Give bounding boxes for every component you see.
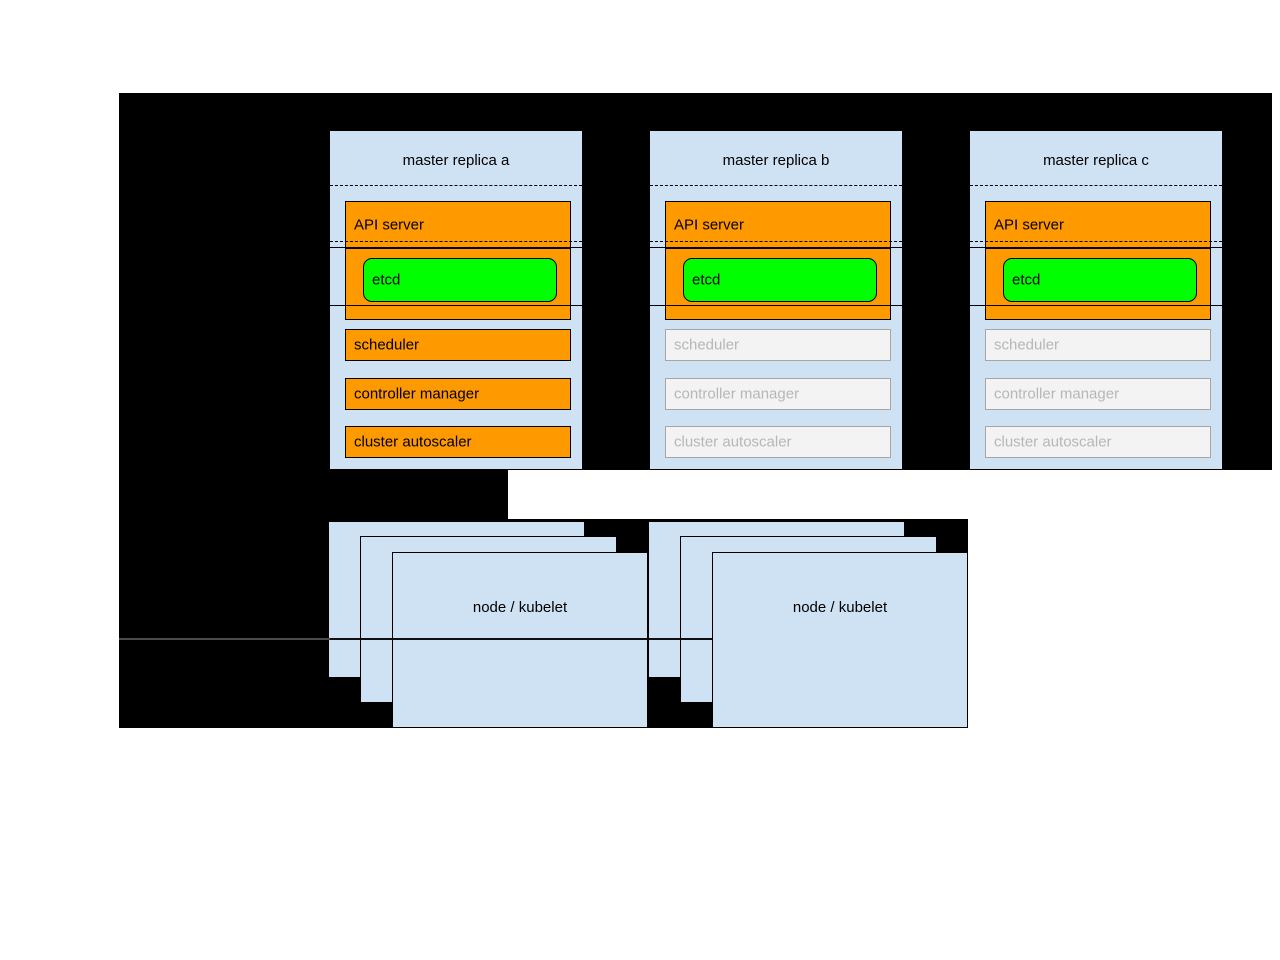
controller-manager-label: controller manager — [354, 385, 480, 403]
controller-manager-label: controller manager — [994, 385, 1120, 403]
etcd-label: etcd — [372, 271, 401, 289]
master-replica-b-title: master replica b — [722, 152, 830, 169]
node-connector-line — [119, 638, 330, 640]
controller-manager-box-c: controller manager — [985, 378, 1211, 410]
etcd-box-b: etcd — [683, 258, 877, 302]
node-stack1-front: node / kubelet — [392, 552, 648, 728]
api-server-label: API server — [994, 216, 1065, 234]
load-balancer-boundary-line — [330, 241, 582, 242]
cluster-autoscaler-label: cluster autoscaler — [674, 433, 792, 451]
etcd-band-top-line — [650, 247, 902, 248]
scheduler-box-c: scheduler — [985, 329, 1211, 361]
load-balancer-boundary-line — [330, 185, 582, 186]
cluster-autoscaler-box-a: cluster autoscaler — [345, 426, 571, 458]
cluster-autoscaler-label: cluster autoscaler — [354, 433, 472, 451]
etcd-band-top-line — [970, 247, 1222, 248]
etcd-band-bottom-line — [650, 305, 902, 306]
scheduler-label: scheduler — [674, 336, 740, 354]
etcd-container-box-b: etcd — [665, 248, 891, 320]
etcd-box-a: etcd — [363, 258, 557, 302]
load-balancer-boundary-line — [650, 185, 902, 186]
cluster-autoscaler-box-b: cluster autoscaler — [665, 426, 891, 458]
master-replica-a-title: master replica a — [402, 152, 510, 169]
etcd-band-top-line — [330, 247, 582, 248]
master-replica-c-title: master replica c — [1043, 152, 1149, 169]
master-replica-c-panel: master replica c API server etcd schedul… — [969, 130, 1223, 470]
node-stack2-front: node / kubelet — [712, 552, 968, 728]
node-kubelet-label: node / kubelet — [792, 599, 888, 616]
load-balancer-boundary-line — [650, 241, 902, 242]
etcd-label: etcd — [692, 271, 721, 289]
master-replica-a-panel: master replica a API server etcd schedul… — [329, 130, 583, 470]
scheduler-box-a: scheduler — [345, 329, 571, 361]
controller-manager-box-a: controller manager — [345, 378, 571, 410]
etcd-band-bottom-line — [330, 305, 582, 306]
scheduler-label: scheduler — [994, 336, 1060, 354]
scheduler-box-b: scheduler — [665, 329, 891, 361]
canvas-background-mid-left — [119, 470, 508, 519]
etcd-container-box-a: etcd — [345, 248, 571, 320]
controller-manager-box-b: controller manager — [665, 378, 891, 410]
etcd-box-c: etcd — [1003, 258, 1197, 302]
cluster-autoscaler-box-c: cluster autoscaler — [985, 426, 1211, 458]
etcd-label: etcd — [1012, 271, 1041, 289]
load-balancer-boundary-line — [970, 241, 1222, 242]
load-balancer-boundary-line — [970, 185, 1222, 186]
canvas-background-left-column — [119, 517, 330, 728]
api-server-label: API server — [354, 216, 425, 234]
scheduler-label: scheduler — [354, 336, 420, 354]
etcd-container-box-c: etcd — [985, 248, 1211, 320]
controller-manager-label: controller manager — [674, 385, 800, 403]
etcd-band-bottom-line — [970, 305, 1222, 306]
cluster-autoscaler-label: cluster autoscaler — [994, 433, 1112, 451]
node-connector-line — [330, 638, 712, 640]
node-kubelet-label: node / kubelet — [472, 599, 568, 616]
master-replica-b-panel: master replica b API server etcd schedul… — [649, 130, 903, 470]
api-server-label: API server — [674, 216, 745, 234]
